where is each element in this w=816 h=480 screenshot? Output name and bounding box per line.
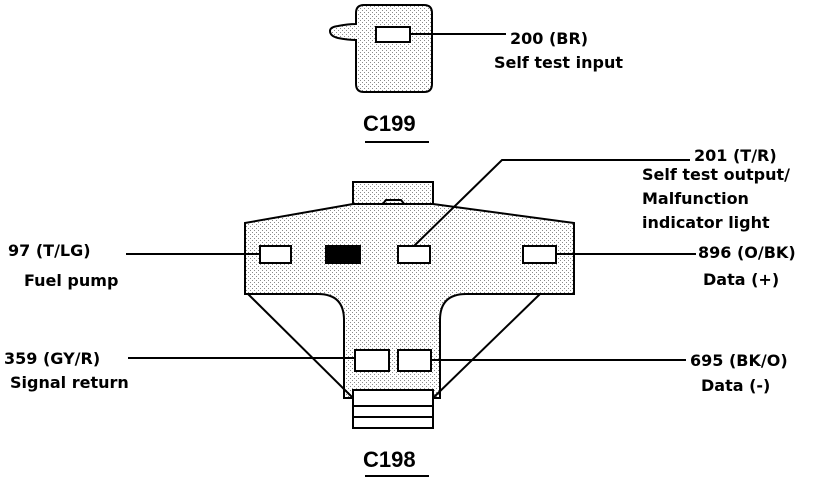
wire-label-695: 695 (BK/O): [690, 351, 788, 370]
function-label-self-test-input: Self test input: [494, 53, 623, 72]
c199-pin-200: [375, 26, 411, 43]
wire-label-896: 896 (O/BK): [698, 243, 796, 262]
function-label-signal-return: Signal return: [10, 373, 129, 392]
leader-lines: [126, 159, 696, 361]
c198-connector: [244, 181, 575, 429]
c198-pin-896: [522, 245, 557, 264]
c198-pin-blocked: [325, 245, 361, 264]
c198-pin-695: [397, 349, 432, 372]
connector-title-c199: C199: [363, 111, 416, 136]
function-label-indicator-light: indicator light: [642, 213, 770, 232]
leader-201: [413, 159, 690, 247]
title-underline-c199: [365, 141, 429, 143]
c198-flange-left: [247, 293, 354, 399]
c199-connector: [328, 4, 506, 93]
c198-pin-201: [397, 245, 431, 264]
connector-title-c198: C198: [363, 447, 416, 472]
c198-pin-97: [259, 245, 292, 264]
function-label-fuel-pump: Fuel pump: [24, 271, 119, 290]
wire-label-97: 97 (T/LG): [8, 241, 91, 260]
wire-label-200: 200 (BR): [510, 29, 589, 48]
c198-skirt: [352, 389, 434, 429]
title-underline-c198: [365, 475, 429, 477]
function-label-data-minus: Data (-): [701, 376, 771, 395]
function-label-malfunction: Malfunction: [642, 189, 749, 208]
c198-pin-359: [354, 349, 390, 372]
wire-label-201: 201 (T/R): [694, 146, 777, 165]
function-label-self-test-output: Self test output/: [642, 165, 790, 184]
function-label-data-plus: Data (+): [703, 270, 780, 289]
c199-body: [328, 4, 433, 93]
wire-label-359: 359 (GY/R): [4, 349, 101, 368]
c198-flange-right: [432, 293, 541, 399]
